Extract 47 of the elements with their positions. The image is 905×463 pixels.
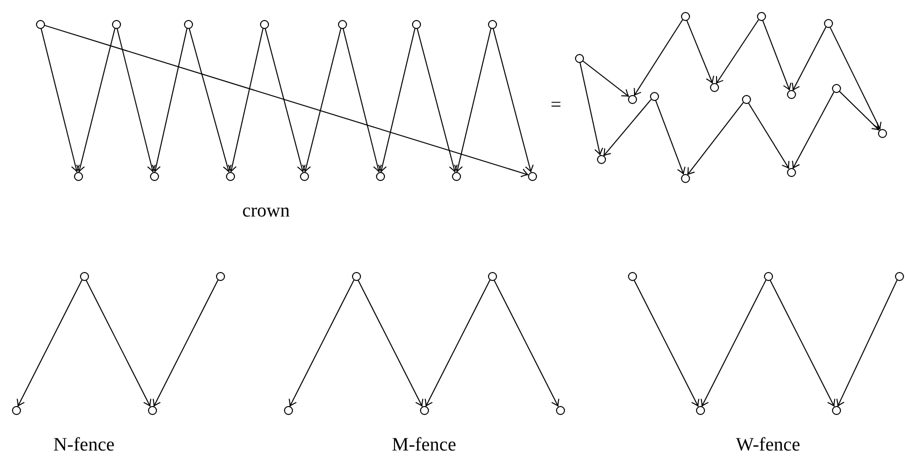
vertex-circle [184, 20, 192, 28]
vertex-circle [680, 12, 690, 20]
vertex-circle [824, 18, 832, 28]
vertex-circle [832, 406, 840, 414]
vertex-circle [488, 20, 496, 28]
caption-text: M-fence [392, 436, 456, 456]
vertex-circle [832, 84, 840, 92]
vertex-circle [596, 154, 606, 164]
vertex-circle [300, 172, 308, 180]
vertex-circle [148, 406, 156, 414]
caption-text: W-fence [736, 436, 800, 456]
vertex-circle [756, 12, 766, 20]
vertex-circle [420, 406, 428, 414]
vertex-circle [650, 92, 658, 100]
caption-text: crown [242, 202, 290, 222]
vertex-circle [628, 272, 636, 280]
vertex-circle [628, 94, 636, 104]
vertex-circle [260, 20, 268, 28]
vertex-circle [12, 406, 20, 414]
vertex-circle [696, 406, 704, 414]
vertex-circle [112, 20, 120, 28]
vertex-circle [226, 172, 234, 180]
vertex-circle [488, 272, 496, 280]
vertex-circle [894, 272, 904, 280]
vertex-circle [352, 272, 360, 280]
caption-text: N-fence [53, 436, 115, 456]
vertex-circle [710, 82, 718, 92]
vertex-circle [376, 172, 384, 180]
equals-sign: = [550, 96, 562, 116]
vertex-circle [574, 54, 584, 62]
vertex-circle [80, 272, 88, 280]
vertex-circle [150, 172, 158, 180]
vertex-circle [412, 20, 420, 28]
vertex-circle [878, 128, 886, 138]
vertex-circle [74, 172, 82, 180]
vertex-circle [338, 20, 346, 28]
vertex-circle [452, 172, 460, 180]
vertex-circle [786, 168, 796, 176]
vertex-circle [764, 272, 772, 280]
vertex-circle [216, 272, 224, 280]
vertex-circle [786, 90, 796, 98]
vertex-circle [556, 406, 564, 414]
vertex-circle [742, 94, 750, 104]
vertex-circle [680, 174, 690, 182]
vertex-circle [36, 20, 44, 28]
vertex-circle [284, 406, 292, 414]
vertex-circle [528, 172, 536, 180]
